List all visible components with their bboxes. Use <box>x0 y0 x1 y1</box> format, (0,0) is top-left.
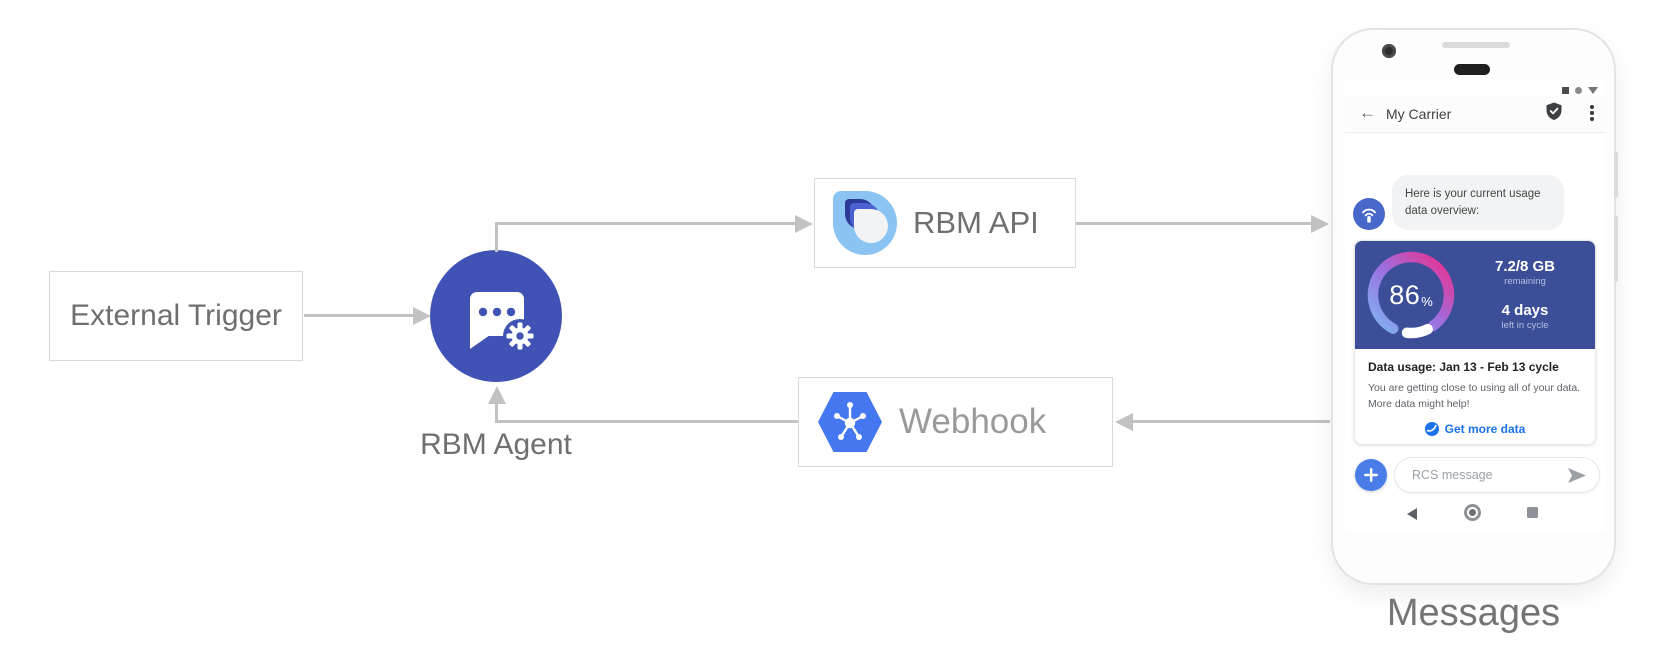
usage-gauge-value: 86 % <box>1363 247 1459 343</box>
rbm-api-logo-icon <box>833 191 897 255</box>
usage-card-body: Data usage: Jan 13 - Feb 13 cycle You ar… <box>1355 349 1595 444</box>
rcs-message-input[interactable] <box>1395 458 1599 492</box>
usage-stats: 7.2/8 GB remaining 4 days left in cycle <box>1461 241 1589 349</box>
header-divider <box>1345 132 1606 133</box>
back-arrow-icon[interactable]: ← <box>1359 103 1376 122</box>
arrow-trigger-to-agent-line <box>304 314 414 317</box>
arrow-agent-to-api-vline <box>495 222 498 252</box>
usage-card-text-1: You are getting close to using all of yo… <box>1368 382 1581 394</box>
cloud-hexagon-icon <box>818 392 882 452</box>
send-icon[interactable] <box>1568 468 1586 483</box>
arrow-phone-to-webhook-line <box>1133 420 1330 423</box>
get-more-data-link[interactable]: Get more data <box>1368 421 1582 436</box>
arrow-webhook-to-agent-hline <box>497 420 798 423</box>
arrow-phone-to-webhook-head <box>1115 412 1133 431</box>
usage-gauge <box>1363 247 1459 343</box>
webhook-box: Webhook <box>798 377 1113 467</box>
message-line-1: Here is your current usage <box>1405 188 1541 200</box>
arrow-api-to-phone-line <box>1076 222 1312 225</box>
phone-screen: ← My Carrier Here is your current <box>1345 80 1606 532</box>
usage-rich-card: 86 % 7.2/8 GB remaining 4 days left in c… <box>1354 240 1596 445</box>
webhook-label: Webhook <box>899 402 1047 441</box>
agent-message-bubble: Here is your current usage data overview… <box>1392 175 1564 231</box>
conversation-header: ← My Carrier <box>1345 96 1606 132</box>
hotspot-tower-icon <box>1362 208 1376 223</box>
gauge-percent: 86 <box>1389 279 1421 310</box>
usage-card-text-2: More data might help! <box>1368 397 1470 410</box>
nav-recents-button[interactable] <box>1527 507 1538 518</box>
phone-mockup: ← My Carrier Here is your current <box>1331 28 1618 585</box>
rbm-api-box: RBM API <box>814 178 1076 268</box>
days-left-value: 4 days <box>1501 302 1549 319</box>
gauge-percent-sign: % <box>1421 293 1433 309</box>
arrow-trigger-to-agent-head <box>413 306 431 325</box>
usage-card-title: Data usage: Jan 13 - Feb 13 cycle <box>1368 360 1559 374</box>
plus-icon <box>1364 468 1378 482</box>
data-remaining-label: remaining <box>1504 275 1546 287</box>
rbm-agent-node <box>430 250 562 382</box>
arrow-webhook-to-agent-vline <box>495 404 498 423</box>
attach-plus-button[interactable] <box>1355 459 1387 491</box>
speaker-slot <box>1442 42 1510 48</box>
arrow-agent-to-api-hline <box>495 222 795 225</box>
external-trigger-label: External Trigger <box>70 299 282 332</box>
agent-avatar <box>1353 198 1385 230</box>
message-line-2: data overview: <box>1405 204 1480 217</box>
statusbar-dot-icon <box>1575 86 1582 94</box>
data-remaining-value: 7.2/8 GB <box>1494 257 1556 275</box>
usage-card-hero: 86 % 7.2/8 GB remaining 4 days left in c… <box>1355 241 1595 349</box>
conversation-title: My Carrier <box>1386 106 1452 122</box>
days-left-label: left in cycle <box>1501 320 1549 331</box>
messages-caption: Messages <box>1386 592 1561 634</box>
statusbar-square-icon <box>1562 86 1569 94</box>
nav-back-button[interactable] <box>1407 508 1417 520</box>
rbm-agent-label: RBM Agent <box>420 428 572 461</box>
rbm-api-label: RBM API <box>913 205 1039 240</box>
statusbar-triangle-icon <box>1588 86 1598 94</box>
external-trigger-box: External Trigger <box>49 271 303 361</box>
verified-shield-icon <box>1546 102 1562 120</box>
globe-icon <box>1424 421 1439 436</box>
arrow-api-to-phone-head <box>1311 214 1329 233</box>
earpiece <box>1454 64 1490 75</box>
arrow-agent-to-api-head <box>795 214 813 233</box>
power-button <box>1614 152 1618 198</box>
chat-gear-icon <box>470 292 537 353</box>
volume-button <box>1614 216 1618 282</box>
nav-home-button[interactable] <box>1464 504 1481 521</box>
front-camera <box>1382 44 1396 58</box>
status-bar <box>1562 85 1598 95</box>
overflow-menu-icon[interactable] <box>1585 103 1599 123</box>
get-more-data-label: Get more data <box>1444 421 1526 436</box>
arrow-webhook-to-agent-head <box>487 386 506 404</box>
message-input-pill <box>1394 457 1600 493</box>
